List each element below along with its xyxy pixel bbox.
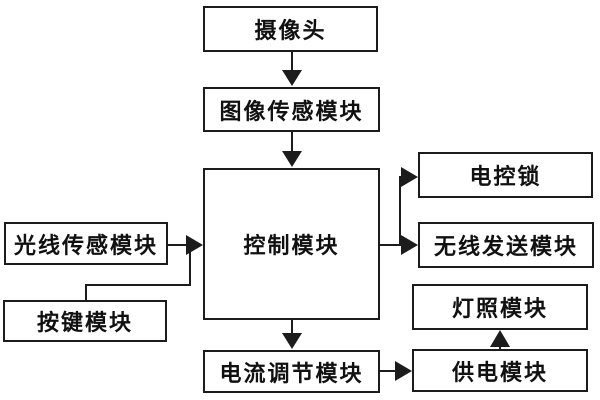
edge-current-regulator-to-power [380,361,412,381]
edge-camera-to-image-sensor [282,52,302,86]
edge-image-sensor-to-control [282,132,302,167]
node-wireless-sending-module: 无线发送模块 [418,222,594,268]
edge-control-to-wireless [380,235,418,255]
edge-button-to-control [85,245,191,300]
edge-control-to-electric-lock [399,167,418,245]
node-current-regulation-module: 电流调节模块 [203,350,380,393]
edge-power-to-lighting [490,330,510,349]
node-camera: 摄像头 [203,6,378,52]
node-button-module: 按键模块 [3,300,167,342]
node-lighting-module: 灯照模块 [412,284,588,330]
node-image-sensor-module: 图像传感模块 [203,87,380,132]
node-light-sensor-module: 光线传感模块 [4,222,168,265]
node-control-module: 控制模块 [203,168,380,320]
edge-light-sensor-to-control [168,235,203,255]
node-power-supply-module: 供电模块 [412,349,588,392]
edge-control-to-current-regulator [282,320,302,349]
node-electric-lock: 电控锁 [418,152,593,198]
